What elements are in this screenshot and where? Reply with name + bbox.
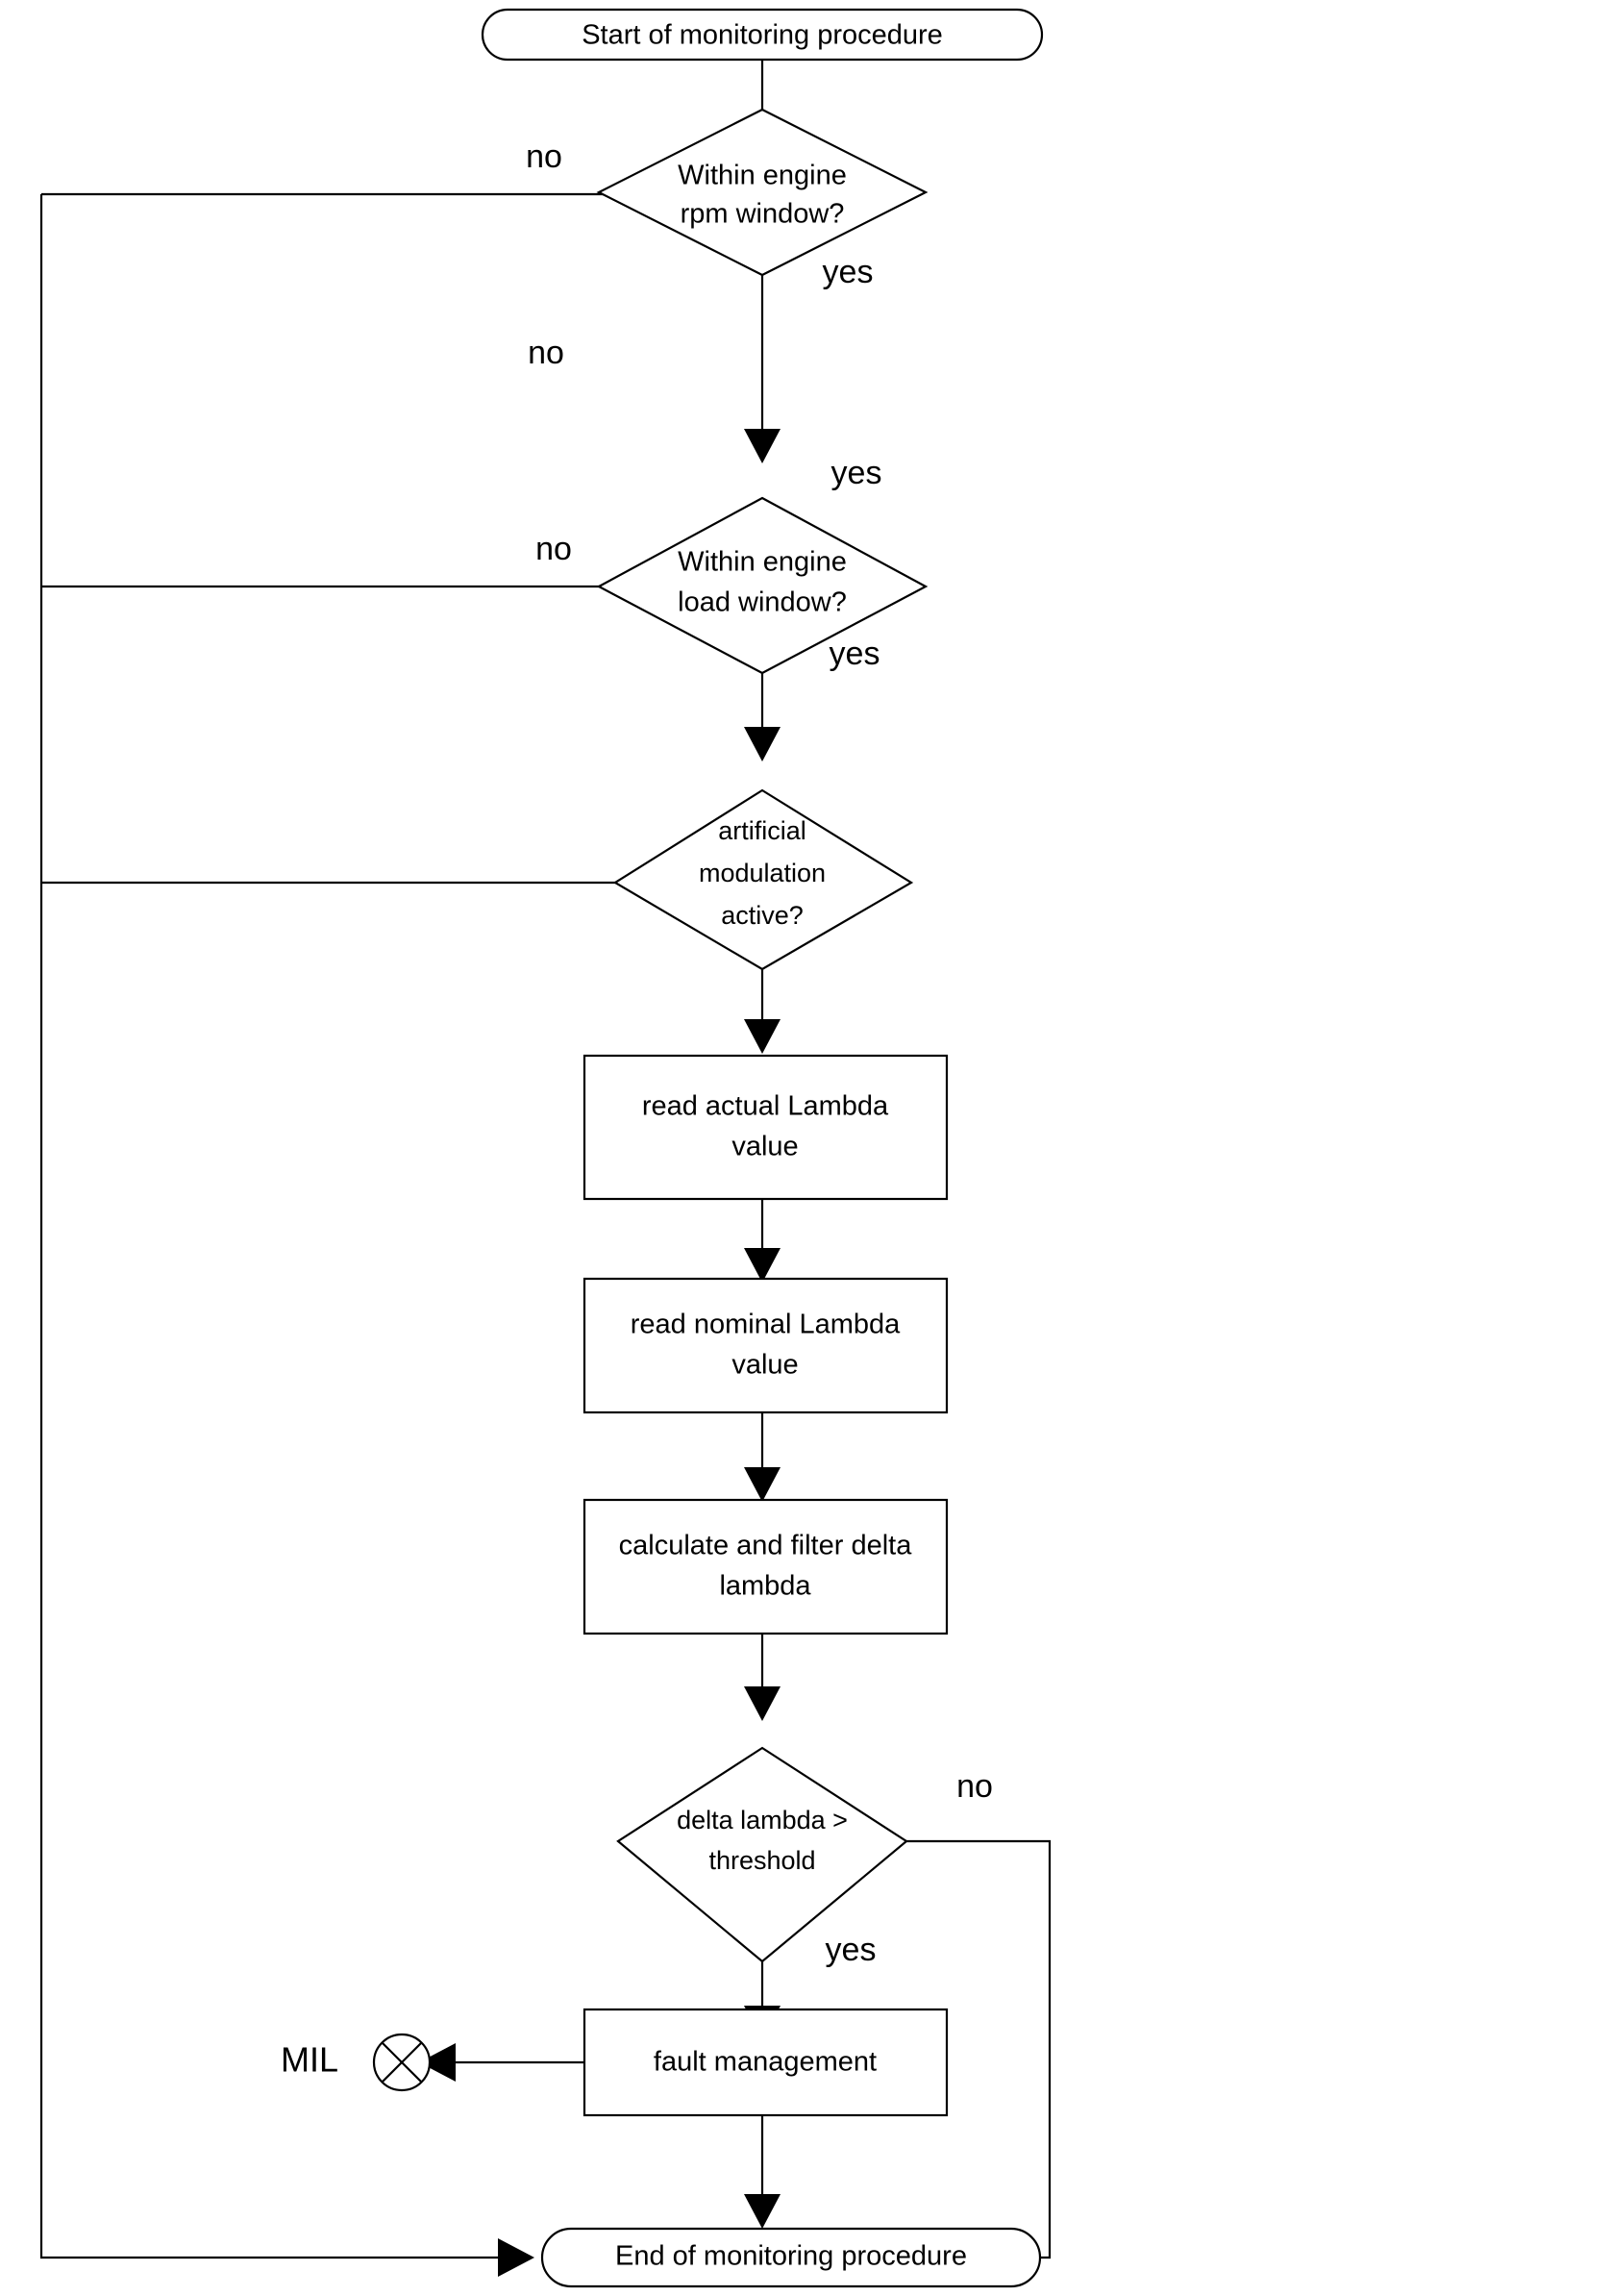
node-mil-label: MIL xyxy=(281,2040,338,2080)
crossed-circle-icon xyxy=(372,2033,432,2092)
branch-label-load-yes: yes xyxy=(831,455,882,491)
node-decision-load-line1: Within engine xyxy=(678,547,847,578)
edge-fault-to-end xyxy=(744,2115,781,2229)
node-read-actual[interactable]: read actual Lambda value xyxy=(582,1054,949,1201)
node-fault-management-label: fault management xyxy=(654,2047,877,2078)
node-decision-modulation[interactable]: artificial modulation active? xyxy=(612,788,914,971)
node-read-nominal[interactable]: read nominal Lambda value xyxy=(582,1277,949,1414)
node-decision-threshold[interactable]: delta lambda > threshold xyxy=(616,1746,908,1963)
branch-label-threshold-no: no xyxy=(956,1768,993,1805)
edge-actual-to-nominal xyxy=(744,1199,781,1283)
node-read-nominal-line1: read nominal Lambda xyxy=(631,1310,901,1340)
branch-label-rpm-no: no xyxy=(526,138,562,175)
branch-label-rpm-yes: yes xyxy=(823,254,874,290)
node-decision-modulation-line2: modulation xyxy=(699,859,826,887)
node-decision-load[interactable]: Within engine load window? xyxy=(596,496,929,675)
node-decision-threshold-line2: threshold xyxy=(708,1846,815,1875)
edge-rpm-yes xyxy=(744,275,781,463)
node-fault-management[interactable]: fault management xyxy=(582,2008,949,2117)
node-start-label: Start of monitoring procedure xyxy=(582,20,943,51)
edge-fault-to-mil xyxy=(419,2043,584,2082)
edge-loopback-rail xyxy=(39,194,534,2277)
branch-label-threshold-yes: yes xyxy=(826,1932,877,1968)
edge-load-yes xyxy=(744,673,781,761)
node-decision-rpm-line2: rpm window? xyxy=(681,199,845,230)
node-decision-modulation-line3: active? xyxy=(721,901,804,930)
node-start[interactable]: Start of monitoring procedure xyxy=(481,8,1044,62)
edge-nominal-to-calc xyxy=(744,1412,781,1502)
node-read-actual-line1: read actual Lambda xyxy=(642,1091,889,1122)
node-calculate-delta[interactable]: calculate and filter delta lambda xyxy=(582,1498,949,1635)
node-decision-load-line2: load window? xyxy=(678,587,847,618)
node-decision-modulation-line1: artificial xyxy=(718,816,806,845)
node-calculate-delta-line2: lambda xyxy=(719,1571,811,1602)
node-end[interactable]: End of monitoring procedure xyxy=(540,2227,1042,2288)
node-end-label: End of monitoring procedure xyxy=(615,2241,967,2272)
node-decision-rpm-line1: Within engine xyxy=(678,161,847,191)
node-decision-rpm[interactable]: Within engine rpm window? xyxy=(596,108,929,277)
node-mil[interactable]: MIL xyxy=(281,2033,432,2092)
node-decision-threshold-line1: delta lambda > xyxy=(677,1806,848,1834)
branch-label-load-no: no xyxy=(528,335,564,371)
edge-calc-to-threshold xyxy=(744,1634,781,1721)
node-calculate-delta-line1: calculate and filter delta xyxy=(619,1531,913,1561)
edge-modulation-yes xyxy=(744,969,781,1054)
node-read-actual-line2: value xyxy=(731,1132,798,1162)
branch-label-modulation-no: no xyxy=(535,531,572,567)
node-read-nominal-line2: value xyxy=(731,1350,798,1381)
branch-label-modulation-yes: yes xyxy=(830,636,880,672)
